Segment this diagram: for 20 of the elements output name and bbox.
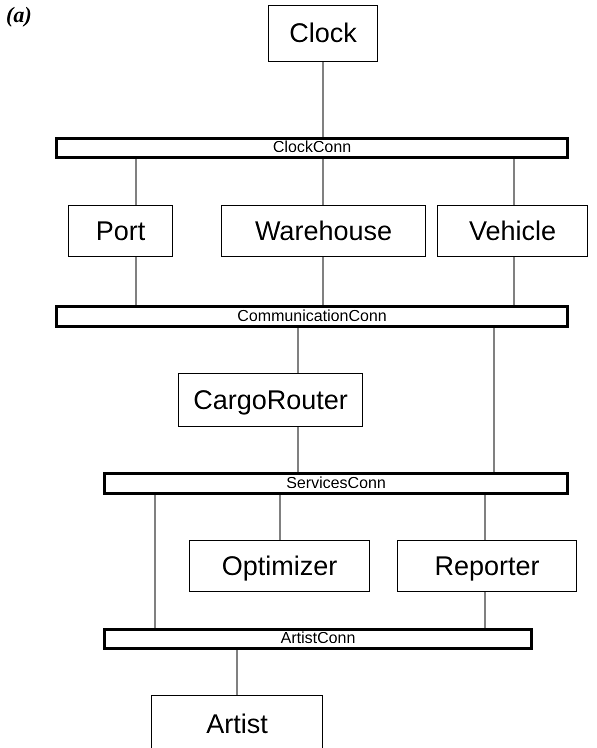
connector-line <box>484 592 486 628</box>
connector-bar: ServicesConn <box>103 472 569 495</box>
component-box: Clock <box>268 5 378 62</box>
connector-line <box>484 494 486 540</box>
connector-line <box>236 650 238 696</box>
component-box: CargoRouter <box>178 373 363 427</box>
component-box: Artist <box>151 695 323 748</box>
component-box: Port <box>68 205 173 257</box>
panel-label: (a) <box>6 2 32 28</box>
component-box: Optimizer <box>189 540 370 592</box>
component-box: Vehicle <box>437 205 588 257</box>
connector-line <box>322 256 324 306</box>
connector-line <box>154 494 156 628</box>
connector-bar: CommunicationConn <box>55 305 569 328</box>
connector-line <box>322 62 324 138</box>
component-box: Reporter <box>397 540 577 592</box>
connector-bar: ClockConn <box>55 137 569 159</box>
connector-bar: ArtistConn <box>103 628 533 650</box>
component-box: Warehouse <box>221 205 426 257</box>
connector-line <box>322 158 324 206</box>
